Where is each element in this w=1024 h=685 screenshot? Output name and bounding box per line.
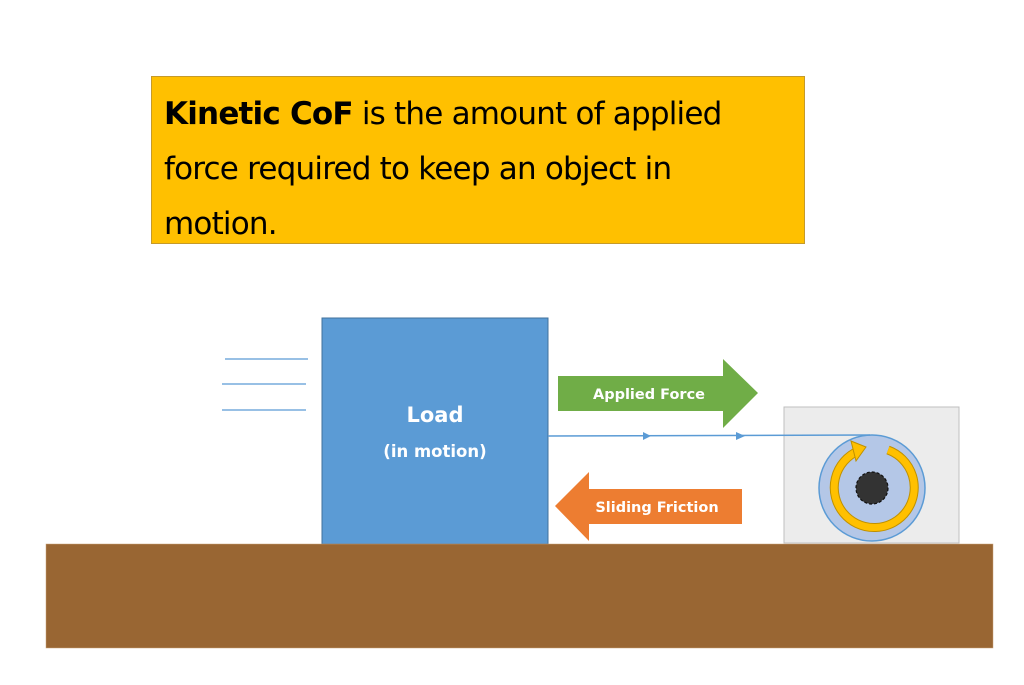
- winch-hub: [855, 471, 889, 505]
- applied-force-label: Applied Force: [593, 387, 705, 403]
- pull-line: [547, 432, 871, 440]
- load-subtitle: (in motion): [383, 442, 486, 461]
- ground: [45, 543, 994, 649]
- definition-callout: Kinetic CoF is the amount of applied for…: [151, 76, 805, 244]
- sliding-friction-arrow: Sliding Friction: [555, 472, 742, 541]
- winch: [783, 406, 960, 544]
- motion-lines: [222, 358, 308, 411]
- applied-force-arrow: Applied Force: [558, 359, 758, 428]
- sliding-friction-label: Sliding Friction: [595, 500, 718, 516]
- callout-definition: is the amount of applied force required …: [164, 96, 722, 242]
- rotation-arrow-icon: [829, 440, 919, 533]
- load-block: Load (in motion): [321, 317, 549, 545]
- load-title: Load: [406, 403, 463, 427]
- callout-term: Kinetic CoF: [164, 96, 354, 132]
